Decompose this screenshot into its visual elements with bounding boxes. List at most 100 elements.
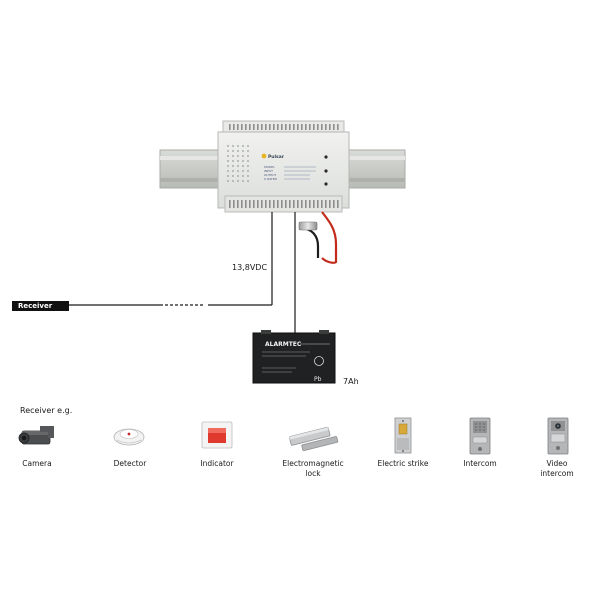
vent-slot (325, 124, 327, 130)
device-label-camera: Camera (22, 459, 52, 468)
grille-hole (242, 165, 244, 167)
grille-hole (247, 165, 249, 167)
grille-hole (227, 175, 229, 177)
grille-hole (227, 145, 229, 147)
vent-slot (301, 124, 303, 130)
recycle-icon (314, 356, 324, 366)
grille-hole (247, 150, 249, 152)
grille-hole (242, 175, 244, 177)
camera-icon (18, 426, 54, 445)
grille-hole (242, 170, 244, 172)
grille-hole (242, 155, 244, 157)
vent-slot (257, 124, 259, 130)
grille-hole (237, 160, 239, 162)
vent-slot (305, 124, 307, 130)
electric-strike-icon (394, 417, 412, 454)
grille-hole (247, 160, 249, 162)
grille-hole (237, 170, 239, 172)
vent-slot (233, 200, 235, 208)
output-wiring (69, 211, 338, 334)
device-label-electromagnetic-lock: Electromagnetic lock (282, 459, 344, 478)
vent-slot (337, 200, 339, 208)
vent-slot (233, 124, 235, 130)
vent-slot (249, 200, 251, 208)
grille-hole (232, 150, 234, 152)
vent-slot (229, 124, 231, 130)
grille-hole (247, 170, 249, 172)
grille-hole (227, 170, 229, 172)
vent-slot (309, 124, 311, 130)
grille-hole (247, 175, 249, 177)
vent-slot (253, 124, 255, 130)
battery-clamp (298, 221, 318, 231)
device-label-video-intercom: Video intercom (540, 459, 574, 478)
vent-slot (289, 124, 291, 130)
psu-ventilation-grille (227, 145, 249, 182)
vent-slot (317, 124, 319, 130)
vent-slot (249, 124, 251, 130)
vent-slot (273, 200, 275, 208)
receivers-title: Receiver e.g. (20, 406, 73, 415)
grille-hole (232, 165, 234, 167)
vent-slot (241, 124, 243, 130)
vent-slot (277, 200, 279, 208)
vent-slot (301, 200, 303, 208)
vent-slot (313, 124, 315, 130)
vent-slot (289, 200, 291, 208)
vent-slot (333, 200, 335, 208)
vent-slot (229, 200, 231, 208)
video-intercom-icon (547, 417, 569, 455)
vent-slot (293, 200, 295, 208)
grille-hole (232, 170, 234, 172)
vent-slot (285, 200, 287, 208)
grille-hole (247, 145, 249, 147)
device-label-electric-strike: Electric strike (377, 459, 429, 468)
vent-slot (269, 124, 271, 130)
grille-hole (237, 145, 239, 147)
grille-hole (237, 175, 239, 177)
receiver-tag: Receiver (12, 301, 69, 311)
device-label-detector: Detector (113, 459, 147, 468)
vent-slot (273, 124, 275, 130)
grille-hole (237, 150, 239, 152)
grille-hole (247, 155, 249, 157)
vent-slot (265, 124, 267, 130)
vent-slot (337, 124, 339, 130)
vent-slot (321, 200, 323, 208)
vent-slot (281, 200, 283, 208)
output-voltage-label: 13,8VDC (232, 263, 268, 272)
vent-slot (329, 200, 331, 208)
battery: ALARMTEC Pb (252, 330, 336, 384)
vent-slot (285, 124, 287, 130)
svg-text:Pulsar: Pulsar (268, 154, 285, 160)
battery-lead-black (299, 226, 320, 258)
battery-brand: ALARMTEC (265, 341, 302, 348)
vent-slot (333, 124, 335, 130)
vent-slot (325, 200, 327, 208)
vent-slot (269, 200, 271, 208)
psu-top-vents (229, 124, 339, 130)
psu-bottom-vents (229, 200, 339, 208)
vent-slot (265, 200, 267, 208)
grille-hole (227, 165, 229, 167)
device-label-intercom: Intercom (463, 459, 497, 468)
electromagnetic-lock-icon (289, 426, 339, 452)
detector-icon (113, 428, 145, 446)
grille-hole (227, 150, 229, 152)
vent-slot (309, 200, 311, 208)
vent-slot (305, 200, 307, 208)
psu-status-leds (324, 155, 328, 186)
vent-slot (297, 200, 299, 208)
vent-slot (237, 200, 239, 208)
vent-slot (253, 200, 255, 208)
battery-chemistry: Pb (314, 376, 322, 383)
vent-slot (261, 200, 263, 208)
grille-hole (242, 150, 244, 152)
vent-slot (329, 124, 331, 130)
grille-hole (232, 175, 234, 177)
grille-hole (237, 180, 239, 182)
vent-slot (317, 200, 319, 208)
vent-slot (261, 124, 263, 130)
svg-text:INPUT: INPUT (264, 169, 273, 173)
